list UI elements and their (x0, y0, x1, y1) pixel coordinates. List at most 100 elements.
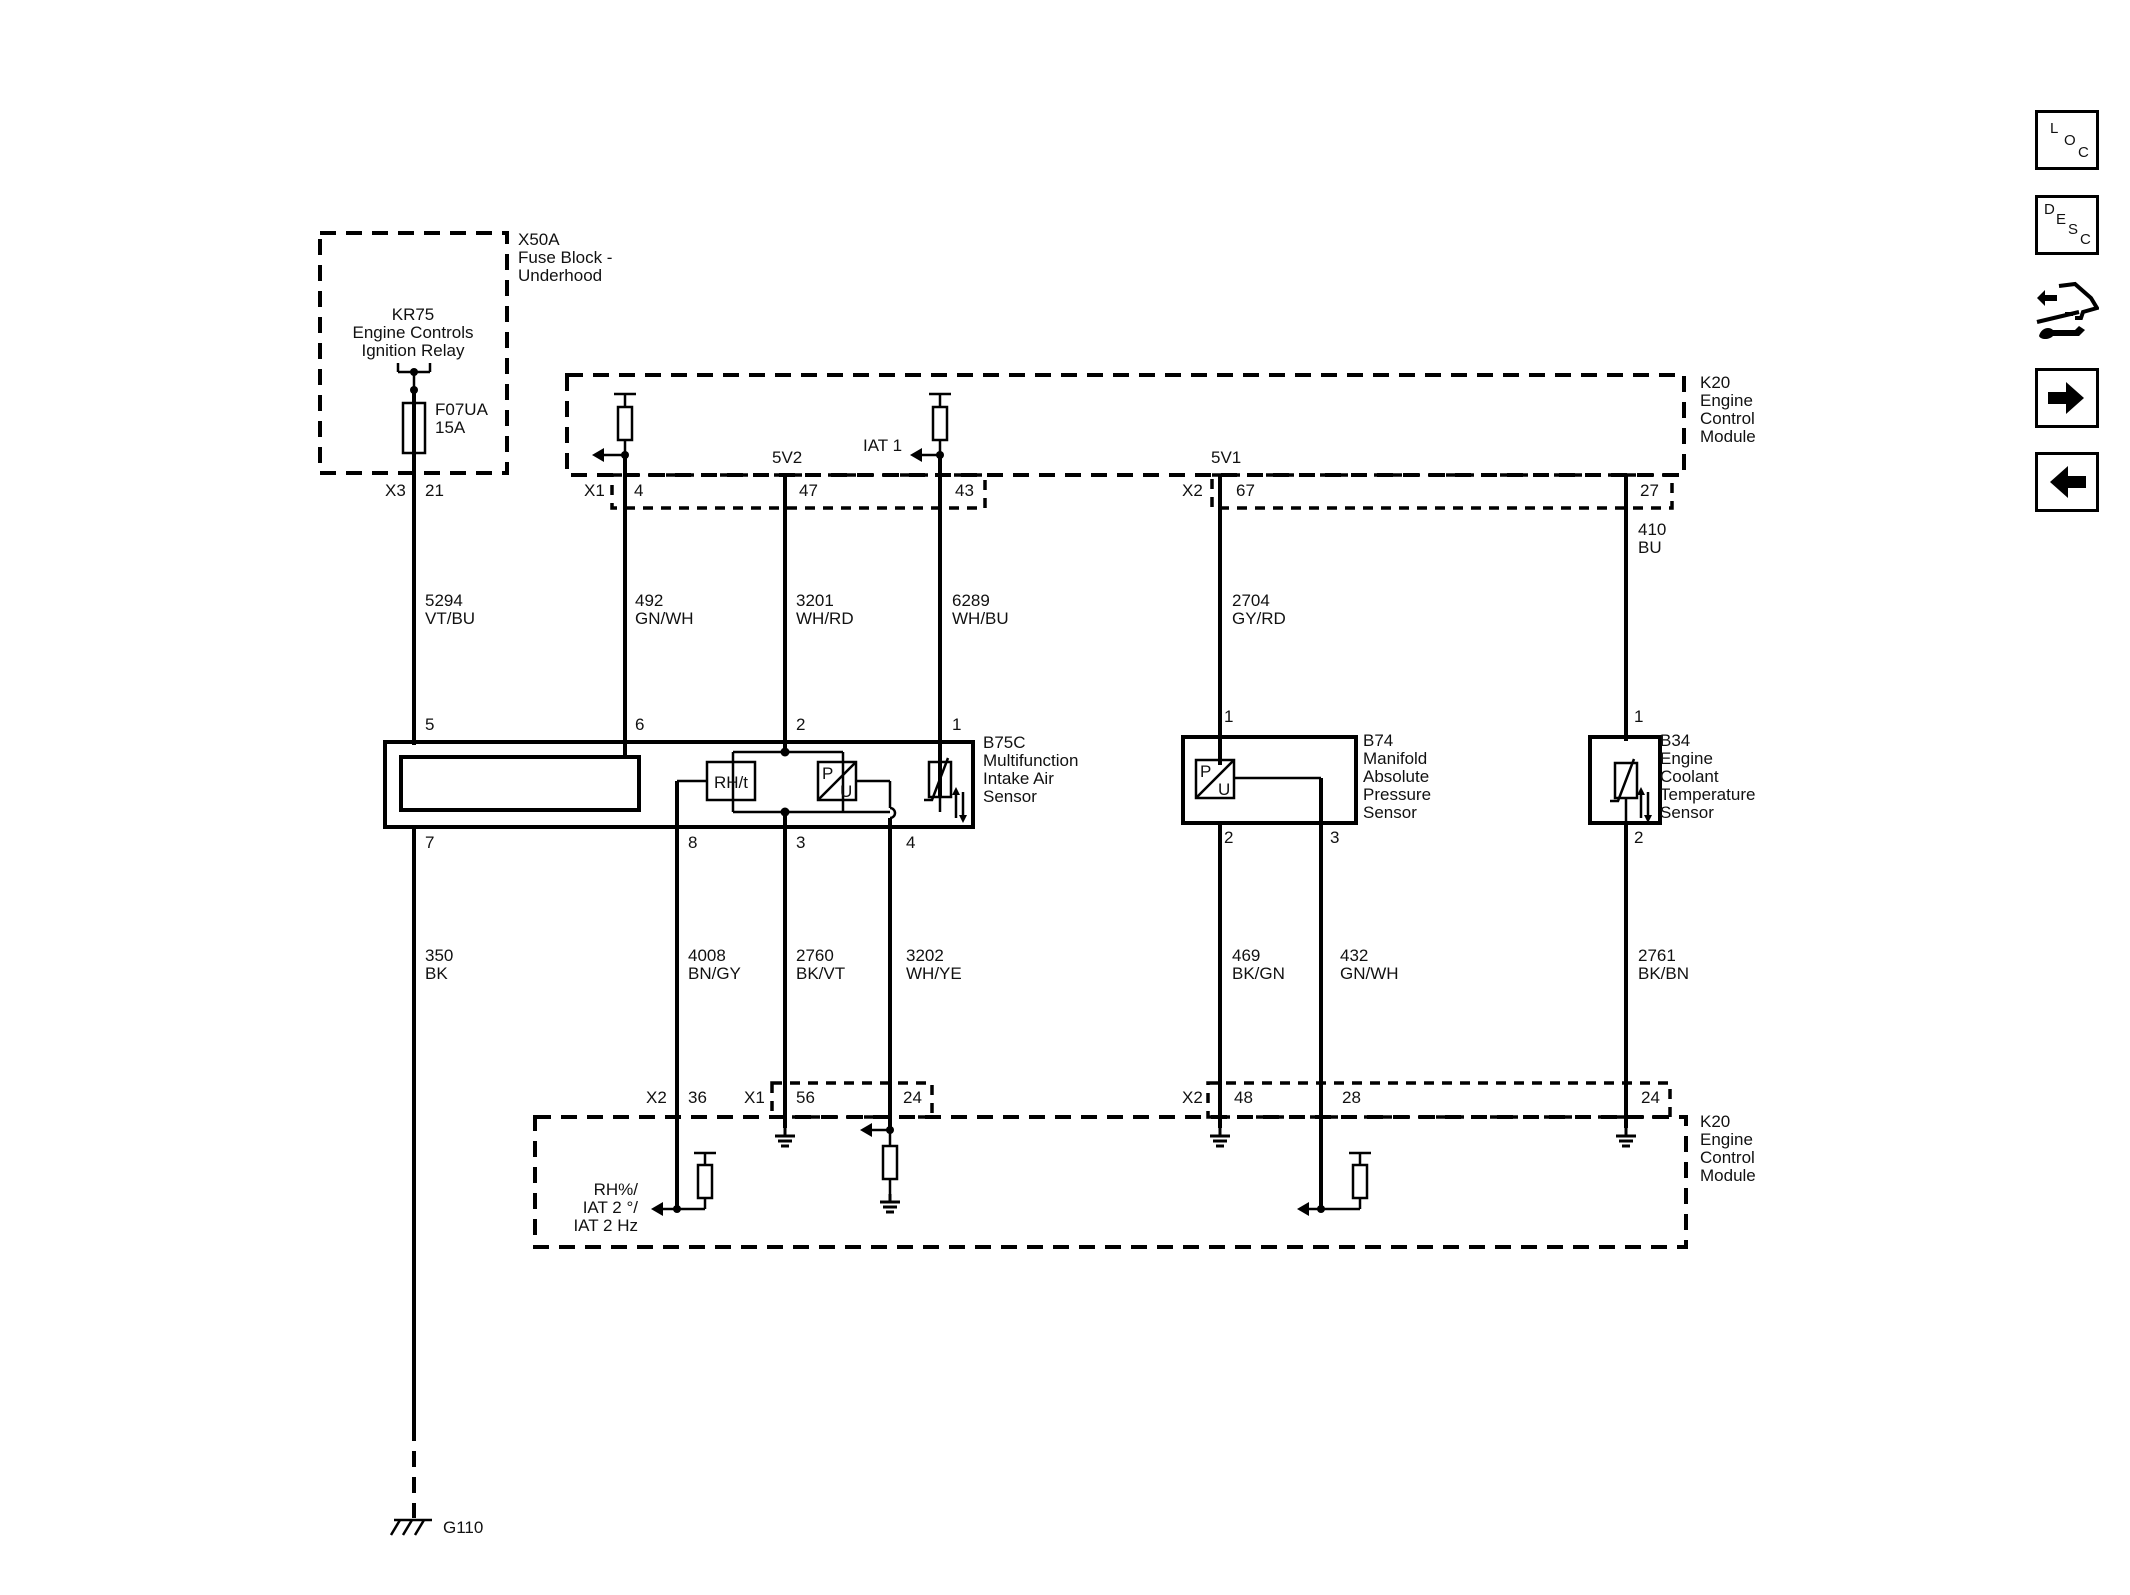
ecm-bottom-id: K20 (1700, 1112, 1730, 1131)
b74-name-line4: Sensor (1363, 803, 1417, 822)
label-iat1: IAT 1 (863, 436, 902, 455)
ecm-top-conn-x1: X1 (584, 481, 605, 500)
fuse-rating: 15A (435, 418, 466, 437)
ecm-bottom-name-line2: Control (1700, 1148, 1755, 1167)
b75c-name-line1: Multifunction (983, 751, 1078, 770)
next-page-button[interactable] (2035, 368, 2099, 428)
thermistor-icon (924, 757, 967, 823)
loc-letter: C (2078, 144, 2089, 161)
ecm-top-pin: 4 (634, 481, 643, 500)
b34-pin-top: 1 (1634, 707, 1643, 726)
ecm-top-box: K20 Engine Control Module X1 X2 4 47 43 … (565, 373, 1756, 510)
b34-pin-bottom: 2 (1634, 828, 1643, 847)
ecm-bottom-conn-x1: X1 (744, 1088, 765, 1107)
b75c-pin-bottom: 3 (796, 833, 805, 852)
wire-circuit: 350 (425, 946, 453, 965)
fuse-block-name-line1: Fuse Block - (518, 248, 612, 267)
wires-bottom: 350 BK 4008 BN/GY 2760 BK/VT 3202 WH/YE … (412, 812, 1689, 1425)
ecm-top-name-line3: Module (1700, 427, 1756, 446)
ecm-bottom-pin: 28 (1342, 1088, 1361, 1107)
wire-color: BN/GY (688, 964, 741, 983)
wire-circuit: 492 (635, 591, 663, 610)
label-5v2: 5V2 (772, 448, 802, 467)
b75c-name-line2: Intake Air (983, 769, 1054, 788)
arrow-left-icon (2050, 466, 2086, 498)
wire-circuit: 410 (1638, 520, 1666, 539)
wire-color: GY/RD (1232, 609, 1286, 628)
relay-name-line2: Ignition Relay (361, 341, 465, 360)
rh-element-label: RH/t (714, 773, 748, 792)
pressure-element-icon: P U (816, 760, 858, 802)
arrow-right-icon (2048, 382, 2084, 414)
ecm-top-id: K20 (1700, 373, 1730, 392)
ecm-top-pin: 43 (955, 481, 974, 500)
ecm-bottom-pin: 36 (688, 1088, 707, 1107)
ecm-top-name-line2: Control (1700, 409, 1755, 428)
fuse-block-x50a: X50A Fuse Block - Underhood KR75 Engine … (318, 230, 612, 500)
b75c-pin-bottom: 8 (688, 833, 697, 852)
wire-circuit: 2761 (1638, 946, 1676, 965)
ground-icon (1614, 1126, 1638, 1148)
ecm-bottom-pin: 24 (1641, 1088, 1660, 1107)
b75c-pin-top: 1 (952, 715, 961, 734)
pulldown-resistor-icon (860, 1123, 899, 1194)
ecm-top-conn-x2: X2 (1182, 481, 1203, 500)
ecm-bottom-name-line3: Module (1700, 1166, 1756, 1185)
wire-color: GN/WH (635, 609, 694, 628)
pullup-resistor-icon (651, 1151, 716, 1216)
sensor-b75c: 5 6 2 1 7 8 3 4 B75C Multifunction Intak… (383, 715, 1078, 852)
u-letter: U (840, 782, 852, 801)
wire-color: BU (1638, 538, 1662, 557)
wire-color: WH/RD (796, 609, 854, 628)
b74-name-line2: Absolute (1363, 767, 1429, 786)
fuse-pin: 21 (425, 481, 444, 500)
fuse-id: F07UA (435, 400, 489, 419)
desc-letter: C (2080, 231, 2091, 248)
b34-name-line3: Temperature (1660, 785, 1755, 804)
p-letter: P (822, 764, 833, 783)
b34-id: B34 (1660, 731, 1690, 750)
b74-name-line1: Manifold (1363, 749, 1427, 768)
relay-id: KR75 (392, 305, 435, 324)
desc-letter: D (2044, 201, 2055, 218)
u-letter: U (1218, 780, 1230, 799)
ecm-bottom-box: K20 Engine Control Module X2 X1 X2 36 56… (533, 1081, 1756, 1249)
desc-button[interactable]: D E S C (2035, 195, 2099, 255)
ecm-bottom-name-line1: Engine (1700, 1130, 1753, 1149)
ecm-bottom-pin: 56 (796, 1088, 815, 1107)
ground-icon (773, 1126, 797, 1148)
relay-name-line1: Engine Controls (353, 323, 474, 342)
wires-top: 5294 VT/BU 492 GN/WH 3201 WH/RD 6289 WH/… (412, 455, 1666, 797)
b74-id: B74 (1363, 731, 1393, 750)
wire-color: BK/BN (1638, 964, 1689, 983)
pullup-resistor-icon (910, 392, 951, 462)
b75c-pin-bottom: 4 (906, 833, 915, 852)
sensor-b34: 1 2 B34 Engine Coolant Temperature Senso… (1588, 707, 1755, 847)
b75c-name-line3: Sensor (983, 787, 1037, 806)
wire-circuit: 469 (1232, 946, 1260, 965)
ground-icon (1208, 1126, 1232, 1148)
connector-tool-button[interactable] (2035, 278, 2101, 339)
b75c-pin-top: 6 (635, 715, 644, 734)
loc-button[interactable]: L O C (2035, 110, 2099, 170)
b34-name-line4: Sensor (1660, 803, 1714, 822)
b34-name-line1: Engine (1660, 749, 1713, 768)
wire-circuit: 5294 (425, 591, 463, 610)
b74-pin-top: 1 (1224, 707, 1233, 726)
wire-circuit: 4008 (688, 946, 726, 965)
previous-page-button[interactable] (2035, 452, 2099, 512)
rh-label-line2: IAT 2 °/ (583, 1198, 639, 1217)
p-letter: P (1200, 762, 1211, 781)
ecm-top-name-line1: Engine (1700, 391, 1753, 410)
wire-color: WH/BU (952, 609, 1009, 628)
desc-letter: E (2056, 211, 2067, 228)
fuse-block-name-line2: Underhood (518, 266, 602, 285)
desc-letter: S (2068, 221, 2079, 238)
pullup-resistor-icon (1297, 1151, 1371, 1216)
b74-pin-bottom: 2 (1224, 828, 1233, 847)
pullup-resistor-icon (592, 392, 636, 462)
ecm-top-pin: 67 (1236, 481, 1255, 500)
loc-letter: O (2064, 132, 2076, 149)
b75c-pin-top: 2 (796, 715, 805, 734)
connector-tool-icon (2036, 281, 2101, 339)
